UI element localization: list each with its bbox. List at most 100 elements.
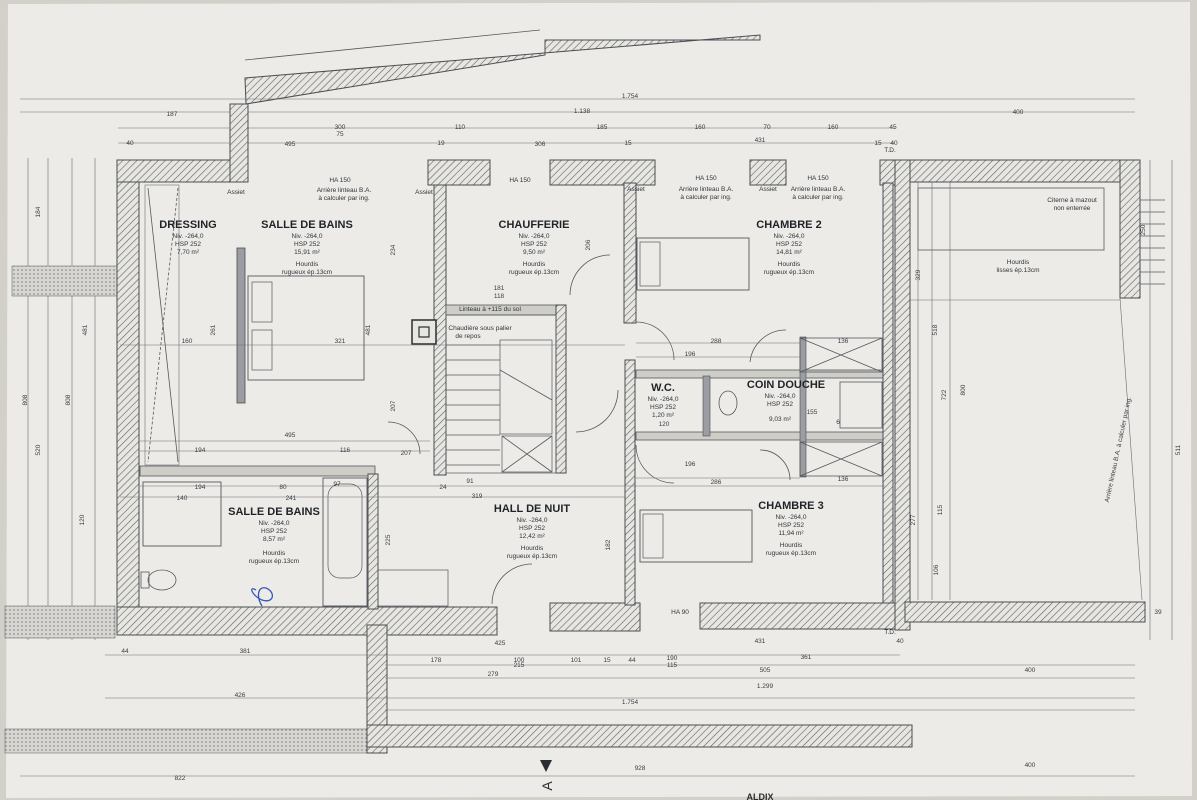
svg-text:Hourdis: Hourdis bbox=[296, 261, 319, 268]
svg-text:136: 136 bbox=[838, 476, 849, 483]
room-chambre-2: CHAMBRE 2 Niv. -264,0 HSP 252 14,81 m² H… bbox=[756, 219, 821, 276]
svg-text:140: 140 bbox=[177, 495, 188, 502]
svg-text:Assiet: Assiet bbox=[627, 186, 645, 193]
svg-text:Niv. -264,0: Niv. -264,0 bbox=[774, 233, 805, 240]
citerne-note-2: non enterrée bbox=[1054, 205, 1091, 212]
svg-text:Niv. -264,0: Niv. -264,0 bbox=[292, 233, 323, 240]
room-hall-de-nuit: HALL DE NUIT Niv. -264,0 HSP 252 12,42 m… bbox=[494, 503, 570, 560]
svg-text:288: 288 bbox=[711, 338, 722, 345]
room-salle-de-bains-1: SALLE DE BAINS Niv. -264,0 HSP 252 15,91… bbox=[261, 219, 353, 276]
svg-text:400: 400 bbox=[1013, 109, 1024, 116]
svg-text:97: 97 bbox=[333, 481, 341, 488]
svg-text:Niv. -264,0: Niv. -264,0 bbox=[517, 517, 548, 524]
svg-text:75: 75 bbox=[336, 131, 344, 138]
svg-text:115: 115 bbox=[667, 662, 678, 669]
svg-text:120: 120 bbox=[79, 514, 86, 525]
left-ground-strip-upper bbox=[11, 265, 118, 297]
svg-text:rugueux ép.13cm: rugueux ép.13cm bbox=[509, 269, 559, 276]
svg-text:181: 181 bbox=[494, 285, 505, 292]
svg-text:12,42 m²: 12,42 m² bbox=[519, 533, 545, 540]
svg-text:400: 400 bbox=[1025, 667, 1036, 674]
svg-text:rugueux ép.13cm: rugueux ép.13cm bbox=[282, 269, 332, 276]
svg-text:11,94 m²: 11,94 m² bbox=[778, 530, 804, 537]
svg-text:Niv. -264,0: Niv. -264,0 bbox=[765, 393, 796, 400]
svg-text:808: 808 bbox=[22, 394, 29, 405]
section-arrow-icon bbox=[540, 760, 552, 772]
svg-text:187: 187 bbox=[167, 111, 178, 118]
svg-text:518: 518 bbox=[932, 324, 939, 335]
svg-text:45: 45 bbox=[889, 124, 897, 131]
svg-text:Niv. -264,0: Niv. -264,0 bbox=[519, 233, 550, 240]
svg-text:261: 261 bbox=[210, 324, 217, 335]
svg-text:Niv. -264,0: Niv. -264,0 bbox=[173, 233, 204, 240]
furniture bbox=[140, 182, 1143, 607]
svg-text:279: 279 bbox=[488, 671, 499, 678]
svg-text:HA 150: HA 150 bbox=[695, 175, 717, 182]
svg-text:306: 306 bbox=[535, 141, 546, 148]
svg-text:101: 101 bbox=[571, 657, 582, 664]
svg-text:431: 431 bbox=[755, 638, 766, 645]
svg-text:215: 215 bbox=[514, 662, 525, 669]
svg-text:24: 24 bbox=[439, 484, 447, 491]
svg-text:Hourdis: Hourdis bbox=[263, 550, 286, 557]
svg-text:CHAMBRE 3: CHAMBRE 3 bbox=[758, 500, 823, 512]
svg-text:425: 425 bbox=[495, 640, 506, 647]
svg-text:184: 184 bbox=[35, 206, 42, 217]
svg-text:39: 39 bbox=[1154, 609, 1162, 616]
svg-text:1.299: 1.299 bbox=[757, 683, 774, 690]
chaudiere-note-1: Chaudière sous palier bbox=[448, 325, 512, 332]
section-marker: A bbox=[539, 781, 555, 791]
svg-text:40: 40 bbox=[890, 140, 898, 147]
svg-text:511: 511 bbox=[1175, 444, 1182, 455]
svg-text:Niv. -264,0: Niv. -264,0 bbox=[648, 396, 679, 403]
svg-text:Assiet: Assiet bbox=[415, 189, 433, 196]
svg-text:15: 15 bbox=[874, 140, 882, 147]
svg-text:Arrière linteau B.A.: Arrière linteau B.A. bbox=[791, 186, 846, 193]
svg-text:40: 40 bbox=[126, 140, 134, 147]
svg-text:481: 481 bbox=[365, 324, 372, 335]
svg-text:194: 194 bbox=[195, 447, 206, 454]
svg-text:à calculer par ing.: à calculer par ing. bbox=[680, 194, 731, 201]
svg-text:rugueux ép.13cm: rugueux ép.13cm bbox=[249, 558, 299, 565]
svg-text:15: 15 bbox=[603, 657, 611, 664]
svg-text:928: 928 bbox=[635, 765, 646, 772]
svg-text:HSP 252: HSP 252 bbox=[650, 404, 676, 411]
svg-text:155: 155 bbox=[807, 409, 818, 416]
citerne-note-1: Citerne à mazout bbox=[1047, 197, 1097, 204]
svg-text:178: 178 bbox=[431, 657, 442, 664]
svg-text:207: 207 bbox=[401, 450, 412, 457]
svg-text:118: 118 bbox=[494, 293, 505, 300]
svg-text:Arrière linteau B.A.: Arrière linteau B.A. bbox=[317, 187, 372, 194]
interior-dimension-lines bbox=[120, 342, 885, 498]
svg-text:15: 15 bbox=[624, 140, 632, 147]
svg-text:Niv. -264,0: Niv. -264,0 bbox=[776, 514, 807, 521]
room-dressing: DRESSING Niv. -264,0 HSP 252 7,70 m² bbox=[159, 219, 216, 256]
svg-text:722: 722 bbox=[941, 389, 948, 400]
chaudiere-note-2: de repos bbox=[455, 333, 481, 340]
svg-text:91: 91 bbox=[466, 478, 474, 485]
svg-text:HSP 252: HSP 252 bbox=[175, 241, 201, 248]
svg-text:495: 495 bbox=[285, 141, 296, 148]
svg-text:381: 381 bbox=[240, 648, 251, 655]
svg-text:8,57 m²: 8,57 m² bbox=[263, 536, 286, 543]
svg-text:800: 800 bbox=[960, 384, 967, 395]
bottom-cut-label: ALDIX bbox=[747, 792, 774, 800]
svg-text:Hourdis: Hourdis bbox=[780, 542, 803, 549]
bottom-ground-strip bbox=[4, 728, 368, 754]
svg-text:Niv. -264,0: Niv. -264,0 bbox=[259, 520, 290, 527]
svg-text:HSP 252: HSP 252 bbox=[778, 522, 804, 529]
svg-text:à calculer par ing.: à calculer par ing. bbox=[792, 194, 843, 201]
svg-text:185: 185 bbox=[597, 124, 608, 131]
svg-text:Assiet: Assiet bbox=[227, 189, 245, 196]
svg-text:196: 196 bbox=[685, 461, 696, 468]
svg-text:à calculer par ing.: à calculer par ing. bbox=[318, 195, 369, 202]
bottom-dimension-lines bbox=[20, 654, 1135, 777]
svg-text:300: 300 bbox=[335, 124, 346, 131]
svg-text:160: 160 bbox=[182, 338, 193, 345]
svg-text:822: 822 bbox=[175, 775, 186, 782]
svg-text:286: 286 bbox=[711, 479, 722, 486]
svg-text:rugueux ép.13cm: rugueux ép.13cm bbox=[766, 550, 816, 557]
svg-text:HSP 252: HSP 252 bbox=[261, 528, 287, 535]
svg-text:15,91 m²: 15,91 m² bbox=[294, 249, 320, 256]
